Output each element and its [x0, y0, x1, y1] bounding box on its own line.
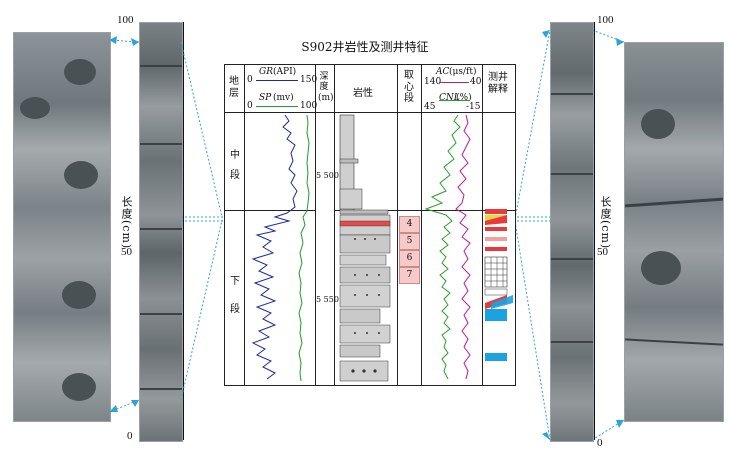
right-scale-label: 长度(cm)	[599, 196, 612, 250]
lithology-column	[339, 114, 391, 382]
strata-lower: 下段	[230, 276, 240, 315]
right-scale-mid: 50	[597, 246, 608, 258]
left-scale-bar	[183, 22, 184, 440]
right-core-photo-strip	[550, 22, 594, 442]
right-scale-bar	[594, 22, 595, 440]
sp-min: 0	[247, 101, 253, 111]
interpretation-column	[484, 209, 513, 361]
sp-unit: (mv)	[273, 93, 294, 103]
left-core-photo-strip	[139, 22, 183, 442]
core-section-5: 5	[399, 233, 420, 250]
right-core-photo-full	[624, 42, 724, 422]
sp-label: SP	[259, 93, 272, 103]
strata-header: 地层	[229, 76, 239, 99]
left-scale-mid: 50	[121, 246, 132, 258]
gr-min: 0	[247, 75, 253, 85]
left-scale-label: 长度(cm)	[120, 196, 133, 250]
ac-label: AC	[436, 67, 450, 77]
core-section-7: 7	[399, 267, 420, 284]
gr-max: 150	[300, 75, 318, 85]
core-hole	[64, 59, 96, 85]
left-scale-bottom: 0	[127, 430, 133, 442]
chart-title: S902井岩性及测井特征	[301, 40, 429, 54]
core-section-6: 6	[399, 250, 420, 267]
left-core-photo-full	[13, 32, 111, 422]
core-hole	[641, 251, 681, 285]
depth-tick-5500: 5 500	[316, 171, 339, 180]
core-header: 取心段	[404, 70, 414, 104]
gr-unit: (API)	[273, 67, 297, 77]
cnl-unit: (%)	[456, 93, 472, 103]
core-hole	[64, 161, 98, 189]
core-hole	[62, 281, 96, 309]
core-hole	[641, 109, 675, 139]
core-hole	[20, 97, 50, 119]
ac-unit: (μs/ft)	[449, 67, 477, 77]
lithology-header: 岩性	[353, 88, 373, 99]
cnl-label: CNL	[439, 93, 460, 103]
right-scale-top: 100	[597, 14, 614, 26]
core-section-4: 4	[399, 216, 420, 233]
depth-header: 深度(m)	[318, 72, 334, 103]
gr-sp-curves	[251, 114, 310, 382]
ac-cnl-curves	[424, 114, 471, 380]
depth-tick-5550: 5 550	[316, 295, 339, 304]
ac-min: 140	[424, 77, 442, 87]
core-hole	[62, 373, 96, 401]
right-scale-bottom: 0	[597, 437, 603, 449]
sp-max: 100	[300, 101, 318, 111]
strata-middle: 中段	[230, 150, 240, 181]
cnl-max: -15	[466, 102, 481, 112]
left-scale-top: 100	[117, 14, 134, 26]
gr-label: GR	[259, 67, 273, 77]
ac-max: 40	[470, 77, 482, 87]
interpretation-header: 测井解释	[488, 72, 508, 95]
cnl-min: 45	[424, 102, 436, 112]
